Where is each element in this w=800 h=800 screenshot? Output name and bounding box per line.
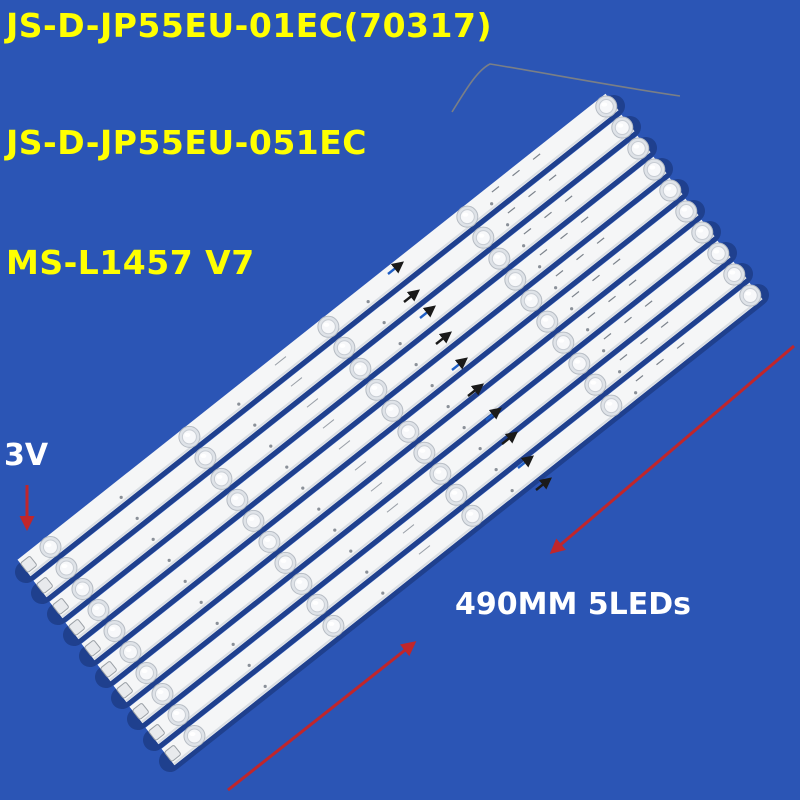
length-led-count-label: 490MM 5LEDs xyxy=(455,587,692,622)
led-lens xyxy=(178,425,201,448)
led-lens xyxy=(226,488,249,511)
led-strip xyxy=(143,261,753,751)
direction-arrow-icon xyxy=(517,455,534,469)
led-lens xyxy=(210,467,233,490)
led-strip xyxy=(127,240,737,730)
led-lens xyxy=(274,551,297,574)
red-arrow-icon xyxy=(227,641,417,792)
led-lens xyxy=(707,242,730,265)
led-lens xyxy=(167,704,190,727)
led-lens xyxy=(723,263,746,286)
led-lens xyxy=(456,205,479,228)
led-lens xyxy=(55,557,78,580)
led-strip xyxy=(47,135,657,625)
led-lens xyxy=(183,725,206,748)
led-lens xyxy=(349,357,372,380)
led-lens xyxy=(322,614,345,637)
led-lens xyxy=(39,536,62,559)
led-lens xyxy=(194,446,217,469)
led-lens xyxy=(461,504,484,527)
led-strip xyxy=(159,282,769,772)
model-number-2: JS-D-JP55EU-051EC xyxy=(6,123,368,162)
led-lens xyxy=(584,373,607,396)
led-lens xyxy=(413,441,436,464)
direction-arrow-icon xyxy=(435,331,452,345)
led-lens xyxy=(317,315,340,338)
model-number-1: JS-D-JP55EU-01EC(70317) xyxy=(6,6,493,45)
direction-arrow-icon xyxy=(419,305,436,319)
led-lens xyxy=(627,137,650,160)
led-lens xyxy=(135,662,158,685)
direction-arrow-icon xyxy=(403,289,420,303)
led-lens xyxy=(151,683,174,706)
led-lens xyxy=(258,530,281,553)
led-lens xyxy=(520,289,543,312)
led-lens xyxy=(365,378,388,401)
led-lens xyxy=(87,599,110,622)
led-lens xyxy=(290,572,313,595)
led-strip xyxy=(63,156,673,646)
led-lens xyxy=(600,394,623,417)
led-lens xyxy=(552,331,575,354)
direction-arrow-icon xyxy=(451,357,468,371)
led-lens xyxy=(504,268,527,291)
led-strip xyxy=(31,114,641,604)
led-strip xyxy=(95,198,705,688)
led-lens xyxy=(739,284,762,307)
model-number-3: MS-L1457 V7 xyxy=(6,243,255,282)
led-lens xyxy=(306,593,329,616)
led-lens xyxy=(71,578,94,601)
led-lens xyxy=(381,399,404,422)
led-lens xyxy=(472,226,495,249)
direction-arrow-icon xyxy=(501,431,518,445)
led-lens xyxy=(242,509,265,532)
connector-wire xyxy=(451,63,681,113)
direction-arrow-icon xyxy=(467,383,484,397)
voltage-label: 3V xyxy=(4,438,49,473)
led-lens xyxy=(445,483,468,506)
led-lens xyxy=(397,420,420,443)
led-strip xyxy=(15,93,625,583)
direction-arrow-icon xyxy=(387,261,404,275)
led-strip xyxy=(111,219,721,709)
direction-arrow-icon xyxy=(535,477,552,491)
led-lens xyxy=(333,336,356,359)
direction-arrow-icon xyxy=(485,407,502,421)
led-lens xyxy=(568,352,591,375)
red-arrow-icon xyxy=(549,344,795,554)
led-strip xyxy=(79,177,689,667)
led-lens xyxy=(675,200,698,223)
led-lens xyxy=(691,221,714,244)
led-lens xyxy=(103,620,126,643)
led-lens xyxy=(659,179,682,202)
led-lens xyxy=(536,310,559,333)
led-lens xyxy=(119,641,142,664)
led-lens xyxy=(429,462,452,485)
led-lens xyxy=(643,158,666,181)
led-lens xyxy=(611,116,634,139)
led-lens xyxy=(595,95,618,118)
led-lens xyxy=(488,247,511,270)
